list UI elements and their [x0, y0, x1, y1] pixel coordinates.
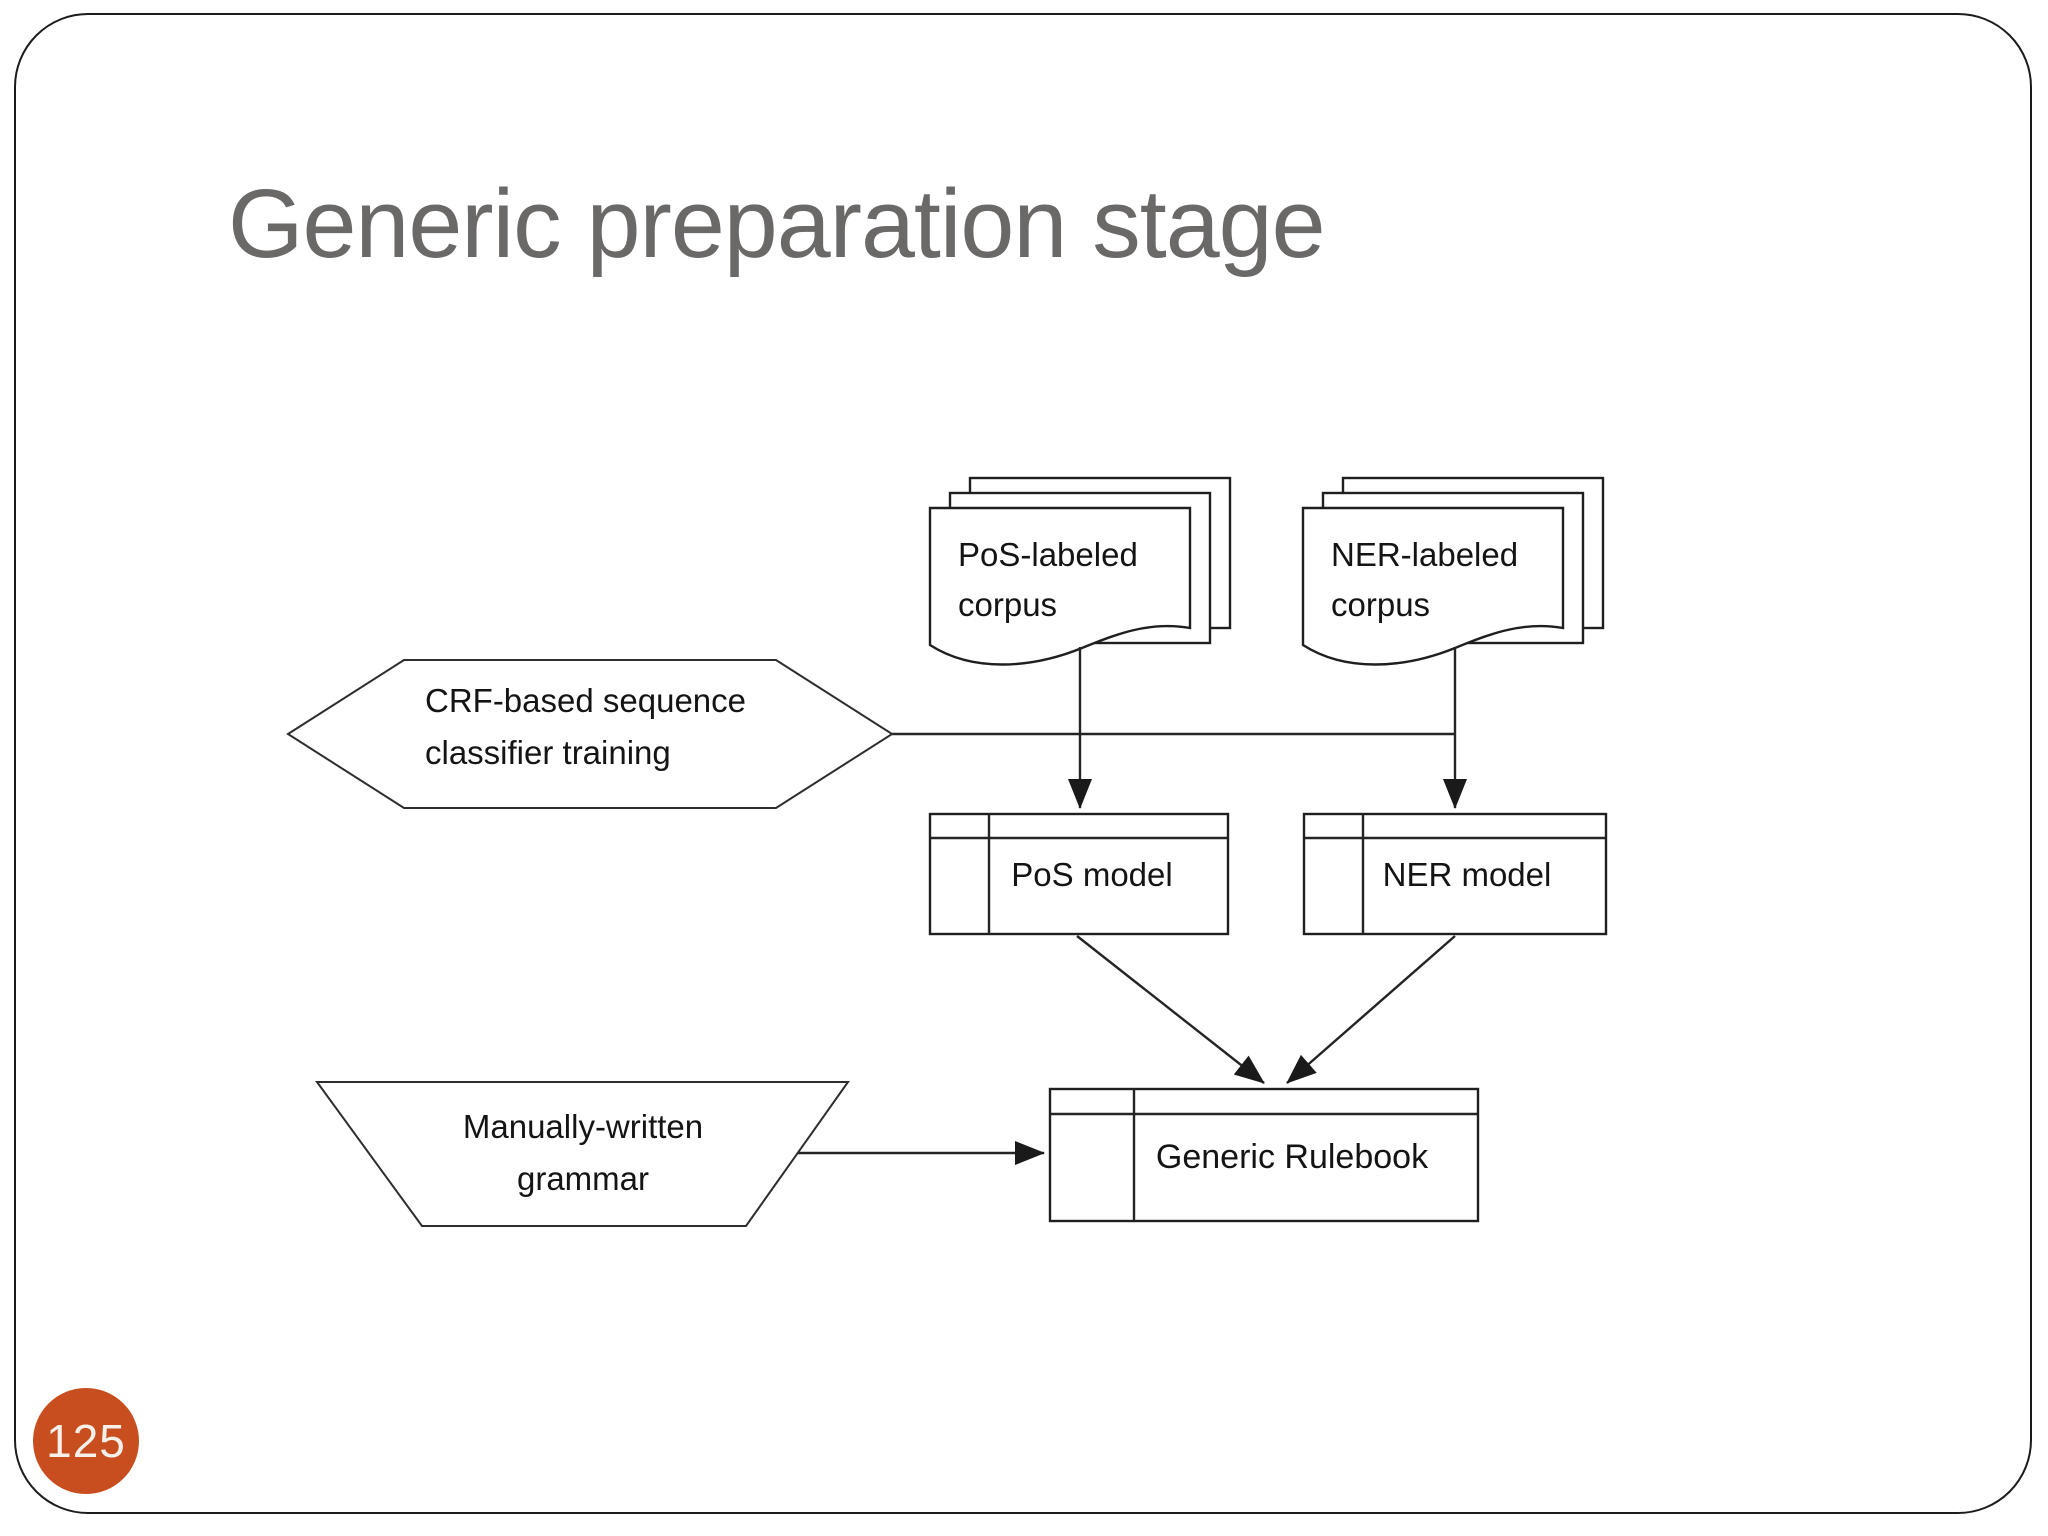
crf-training-hexagon: CRF-based sequence classifier training [286, 659, 894, 809]
generic-rulebook-label: Generic Rulebook [1156, 1138, 1429, 1176]
manual-grammar-trapezoid: Manually-written grammar [315, 1081, 850, 1227]
ner-corpus-label-line2: corpus [1331, 586, 1430, 623]
pos-model-box: PoS model [928, 812, 1230, 936]
ner-model-box: NER model [1302, 812, 1608, 936]
slide-title: Generic preparation stage [228, 169, 1326, 278]
manual-grammar-label-line2: grammar [517, 1160, 649, 1197]
page-number: 125 [46, 1415, 126, 1467]
generic-rulebook-box: Generic Rulebook [1048, 1087, 1480, 1223]
ner-corpus-label-line1: NER-labeled [1331, 536, 1518, 573]
pos-corpus-front-sheet [928, 506, 1192, 666]
ner-corpus-document: NER-labeled corpus [1301, 476, 1605, 666]
ner-model-outline [1302, 812, 1608, 936]
pos-model-label: PoS model [1011, 856, 1172, 893]
pos-model-outline [928, 812, 1230, 936]
page-number-badge: 125 [33, 1388, 139, 1494]
ner-model-label: NER model [1383, 856, 1552, 893]
generic-rulebook-outline [1048, 1087, 1480, 1223]
pos-corpus-label-line2: corpus [958, 586, 1057, 623]
arrow-ner-model-to-rulebook [1286, 935, 1456, 1084]
crf-label-line1: CRF-based sequence [425, 682, 746, 719]
manual-grammar-shape [315, 1081, 850, 1227]
crf-hexagon-shape [286, 659, 894, 809]
manual-grammar-label-line1: Manually-written [463, 1108, 703, 1145]
crf-label-line2: classifier training [425, 734, 671, 771]
pos-corpus-label-line1: PoS-labeled [958, 536, 1138, 573]
pos-corpus-document: PoS-labeled corpus [928, 476, 1232, 666]
arrow-pos-model-to-rulebook [1076, 935, 1265, 1084]
